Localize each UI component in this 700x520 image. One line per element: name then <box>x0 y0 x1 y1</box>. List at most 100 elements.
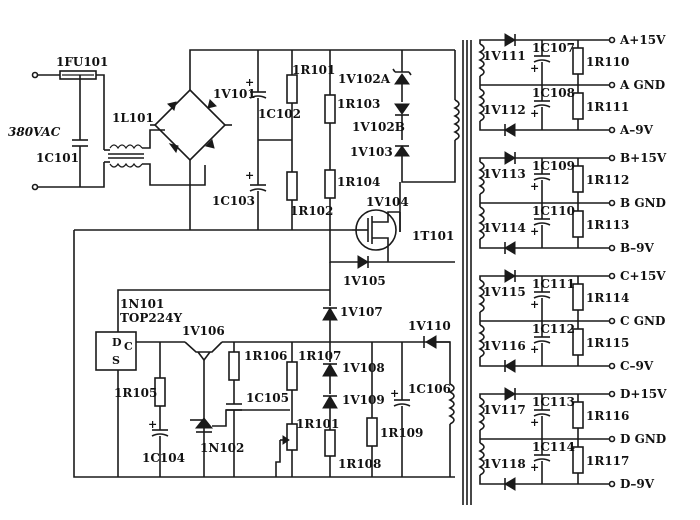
cap-label: 1C107 <box>532 41 575 55</box>
output-terminal <box>608 244 616 252</box>
diode-label: 1V113 <box>483 167 526 181</box>
cap-label: 1C112 <box>532 322 575 336</box>
input-terminal-n <box>31 183 39 191</box>
bridge-rectifier: 1V101 <box>150 49 455 230</box>
polarity-mark: + <box>245 76 254 89</box>
output-terminal <box>608 272 616 280</box>
output-gnd-label: D GND <box>620 432 666 446</box>
transformer-core <box>462 40 472 505</box>
output-terminal <box>608 81 616 89</box>
polarity-mark: + <box>530 298 539 311</box>
output-gnd-label: B GND <box>620 196 666 210</box>
diode-symbol <box>504 387 516 401</box>
diode-110-label: 1V110 <box>408 319 451 333</box>
resistor-label: 1R117 <box>586 454 629 468</box>
res-bot-label: 1R102 <box>290 204 333 218</box>
aux-winding: + 1C106 1V110 <box>390 319 455 477</box>
diode-label: 1V115 <box>483 285 526 299</box>
cap-label: 1C109 <box>532 159 575 173</box>
output-terminal <box>608 126 616 134</box>
output-neg-label: C–9V <box>620 359 654 373</box>
mains-label: 380VAC <box>8 125 61 139</box>
clamp-a-label: 1V102A <box>338 72 391 86</box>
diode-label: 1V117 <box>483 403 526 417</box>
polarity-mark: + <box>530 225 539 238</box>
res-top-label: 1R101 <box>292 63 335 77</box>
output-terminal <box>608 480 616 488</box>
filter-choke <box>108 144 144 168</box>
polarity-mark: + <box>530 416 539 429</box>
res-105-label: 1R105 <box>114 386 157 400</box>
polarity-mark: + <box>530 461 539 474</box>
ic-top224y: D C S 1N101 TOP224Y <box>95 297 182 371</box>
bulk-capacitors: + + 1C102 1C103 1R101 1R102 <box>212 50 335 230</box>
shunt-label: 1N102 <box>200 441 244 455</box>
resistor-label: 1R116 <box>586 409 629 423</box>
input-terminal-l <box>31 71 39 79</box>
r105-c104: + 1R105 1C104 <box>114 342 185 477</box>
cap-label: 1C113 <box>532 395 575 409</box>
cap-label: 1C110 <box>532 204 575 218</box>
diode-109-label: 1V109 <box>342 393 385 407</box>
resistor-symbol <box>324 94 336 124</box>
transistor-label: 1V106 <box>182 324 225 338</box>
output-terminal <box>608 390 616 398</box>
diode-label: 1V114 <box>483 221 526 235</box>
polarity-mark: + <box>390 387 399 400</box>
diode-108-label: 1V108 <box>342 361 385 375</box>
cap-label: 1C108 <box>532 86 575 100</box>
output-pos-label: D+15V <box>620 387 667 401</box>
diode-symbol <box>504 241 516 255</box>
resistor-symbol <box>286 74 298 104</box>
diode-symbol <box>504 33 516 47</box>
bulk-cap-top-label: 1C102 <box>258 107 301 121</box>
mosfet-switch: 1V104 <box>330 195 409 262</box>
diode-107-label: 1V107 <box>340 305 383 319</box>
polarity-mark: + <box>245 169 254 182</box>
diode-symbol <box>504 477 516 491</box>
resistor-symbol <box>286 171 298 201</box>
output-terminal <box>608 435 616 443</box>
ic-pin-c: C <box>124 340 133 353</box>
diode-107: 1V107 <box>322 262 383 342</box>
diode-symbol <box>504 359 516 373</box>
resistor-label: 1R114 <box>586 291 629 305</box>
diode-label: 1V111 <box>483 49 526 63</box>
cap-104-label: 1C104 <box>142 451 185 465</box>
cap-in-label: 1C101 <box>36 151 79 165</box>
output-neg-label: D–9V <box>620 477 655 491</box>
mosfet-label: 1V104 <box>366 195 409 209</box>
primary-return <box>73 230 455 478</box>
polarity-mark: + <box>148 418 157 431</box>
output-pos-label: B+15V <box>620 151 667 165</box>
filter-label: 1L101 <box>112 111 154 125</box>
resistor-label: 1R112 <box>586 173 629 187</box>
diode-label: 1V112 <box>483 103 526 117</box>
polarity-mark: + <box>530 107 539 120</box>
clamp-b-label: 1V102B <box>352 120 405 134</box>
cap-105-label: 1C105 <box>246 391 289 405</box>
shunt-regulator: 1N102 <box>190 409 290 455</box>
pot-label: 1R101 <box>296 417 339 431</box>
diode-103-label: 1V103 <box>350 145 393 159</box>
clamp-network: 1R103 1R104 1V102A 1V102B 1V103 <box>324 50 440 230</box>
r106-c105: 1R106 1C105 <box>226 342 289 477</box>
res-107-label: 1R107 <box>298 349 341 363</box>
diode-symbol <box>504 151 516 165</box>
output-pos-label: C+15V <box>620 269 666 283</box>
output-pos-label: A+15V <box>619 33 666 47</box>
bridge-label: 1V101 <box>213 87 256 101</box>
output-gnd-label: C GND <box>620 314 665 328</box>
output-neg-label: B–9V <box>620 241 654 255</box>
cap-label: 1C111 <box>532 277 575 291</box>
output-terminal <box>608 36 616 44</box>
diode-label: 1V116 <box>483 339 526 353</box>
transformer-label: 1T101 <box>412 229 454 243</box>
ic-ref-label: 1N101 <box>120 297 164 311</box>
resistor-symbol <box>324 169 336 199</box>
polarity-mark: + <box>530 180 539 193</box>
